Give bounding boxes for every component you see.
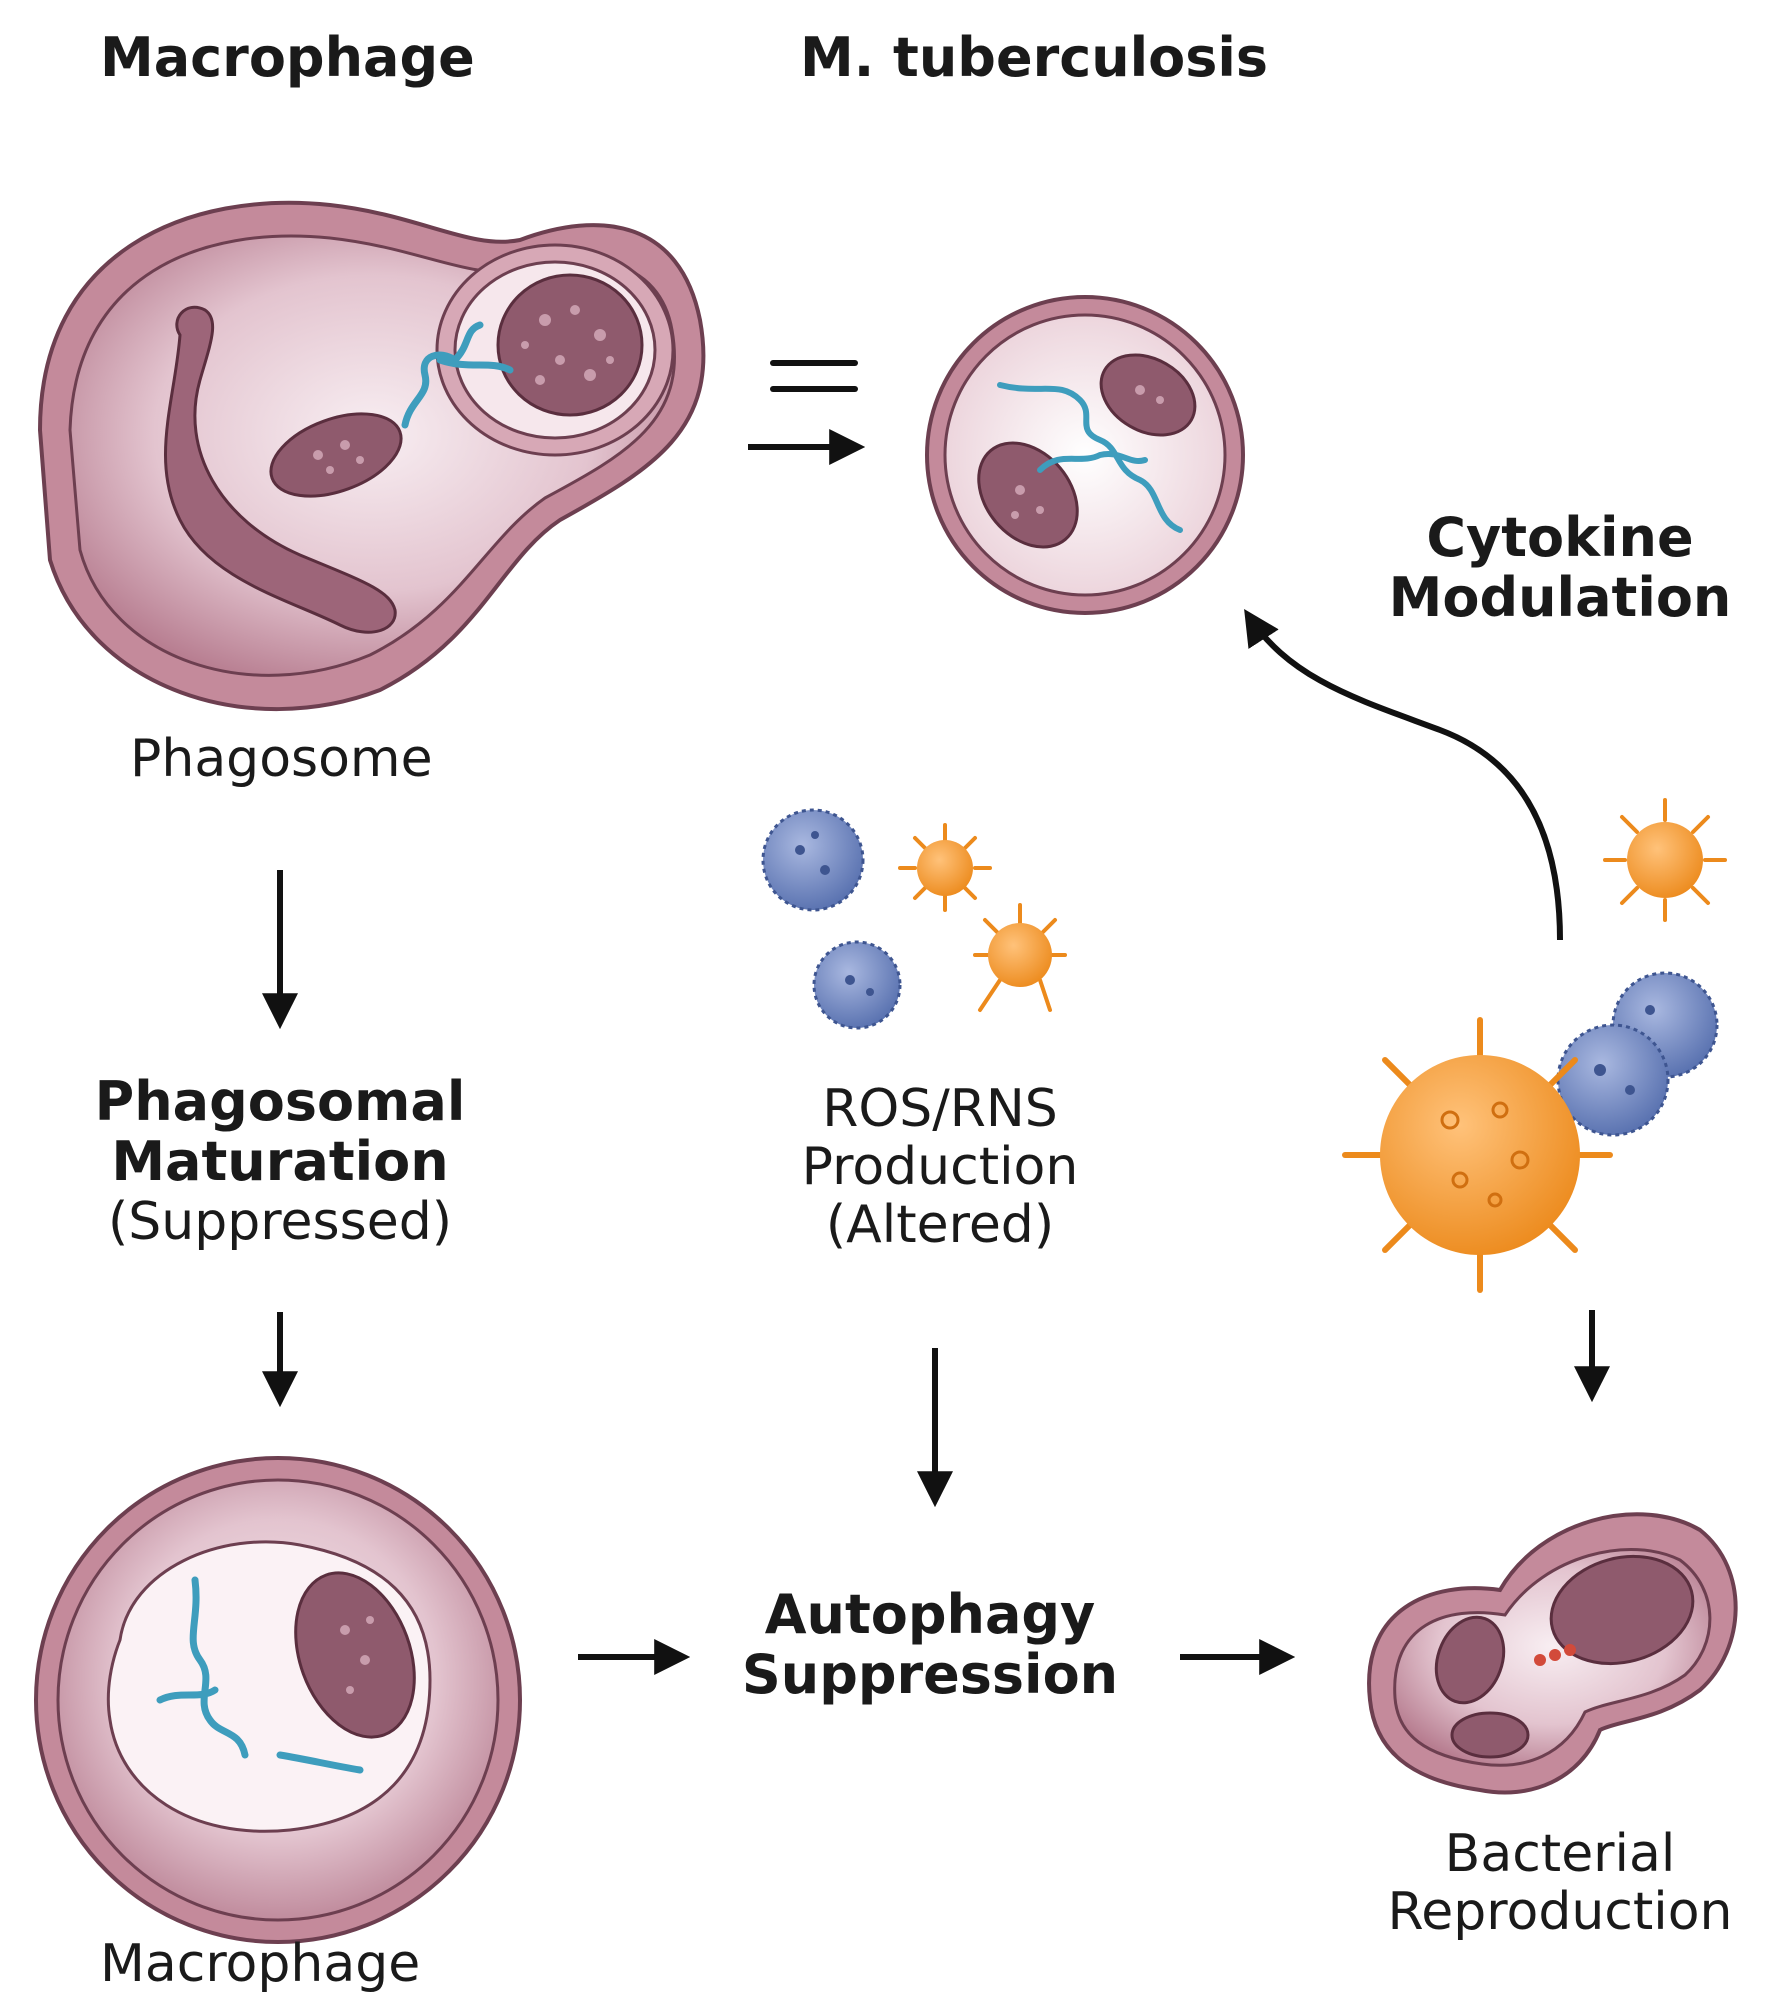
macrophage-cell-icon <box>34 1456 522 1944</box>
ros-rns-particles-icon <box>761 808 1067 1030</box>
label-phagosomal-line3: (Suppressed) <box>108 1191 452 1252</box>
label-bacterial-line2: Reproduction <box>1387 1882 1733 1943</box>
label-autophagy-line1: Autophagy <box>764 1583 1096 1646</box>
label-macrophage-bottom: Macrophage <box>100 1934 421 1994</box>
label-phagosomal-maturation: Phagosomal Maturation (Suppressed) <box>40 1070 520 1252</box>
label-cytokine-line2: Modulation <box>1388 566 1732 630</box>
cytokine-particles-icon <box>1342 798 1727 1293</box>
label-ros-line1: ROS/RNS <box>822 1079 1058 1139</box>
label-phagosomal-line1: Phagosomal <box>94 1070 466 1133</box>
label-bacterial-line1: Bacterial <box>1444 1824 1676 1884</box>
flow-arrows <box>262 608 1610 1675</box>
header-macrophage: Macrophage <box>100 26 475 89</box>
mtb-cell-icon <box>925 295 1245 615</box>
phagosome-cell-icon <box>37 200 706 712</box>
label-cytokine-modulation: Cytokine Modulation <box>1340 506 1780 630</box>
label-phagosome: Phagosome <box>130 729 433 789</box>
bacterial-reproduction-cell-icon <box>1367 1512 1738 1795</box>
label-phagosomal-line2: Maturation <box>111 1130 449 1194</box>
equals-sign-icon <box>770 360 858 392</box>
label-autophagy-suppression: Autophagy Suppression <box>690 1583 1170 1707</box>
header-mtb: M. tuberculosis <box>800 26 1269 89</box>
arrow-cytokine-modulation <box>1244 608 1563 941</box>
label-bacterial-reproduction: Bacterial Reproduction <box>1340 1824 1780 1943</box>
label-autophagy-line2: Suppression <box>741 1643 1119 1707</box>
label-ros-line2: Production <box>801 1137 1079 1198</box>
label-cytokine-line1: Cytokine <box>1426 506 1694 569</box>
label-ros-rns: ROS/RNS Production (Altered) <box>700 1080 1180 1255</box>
label-ros-line3: (Altered) <box>825 1195 1055 1256</box>
